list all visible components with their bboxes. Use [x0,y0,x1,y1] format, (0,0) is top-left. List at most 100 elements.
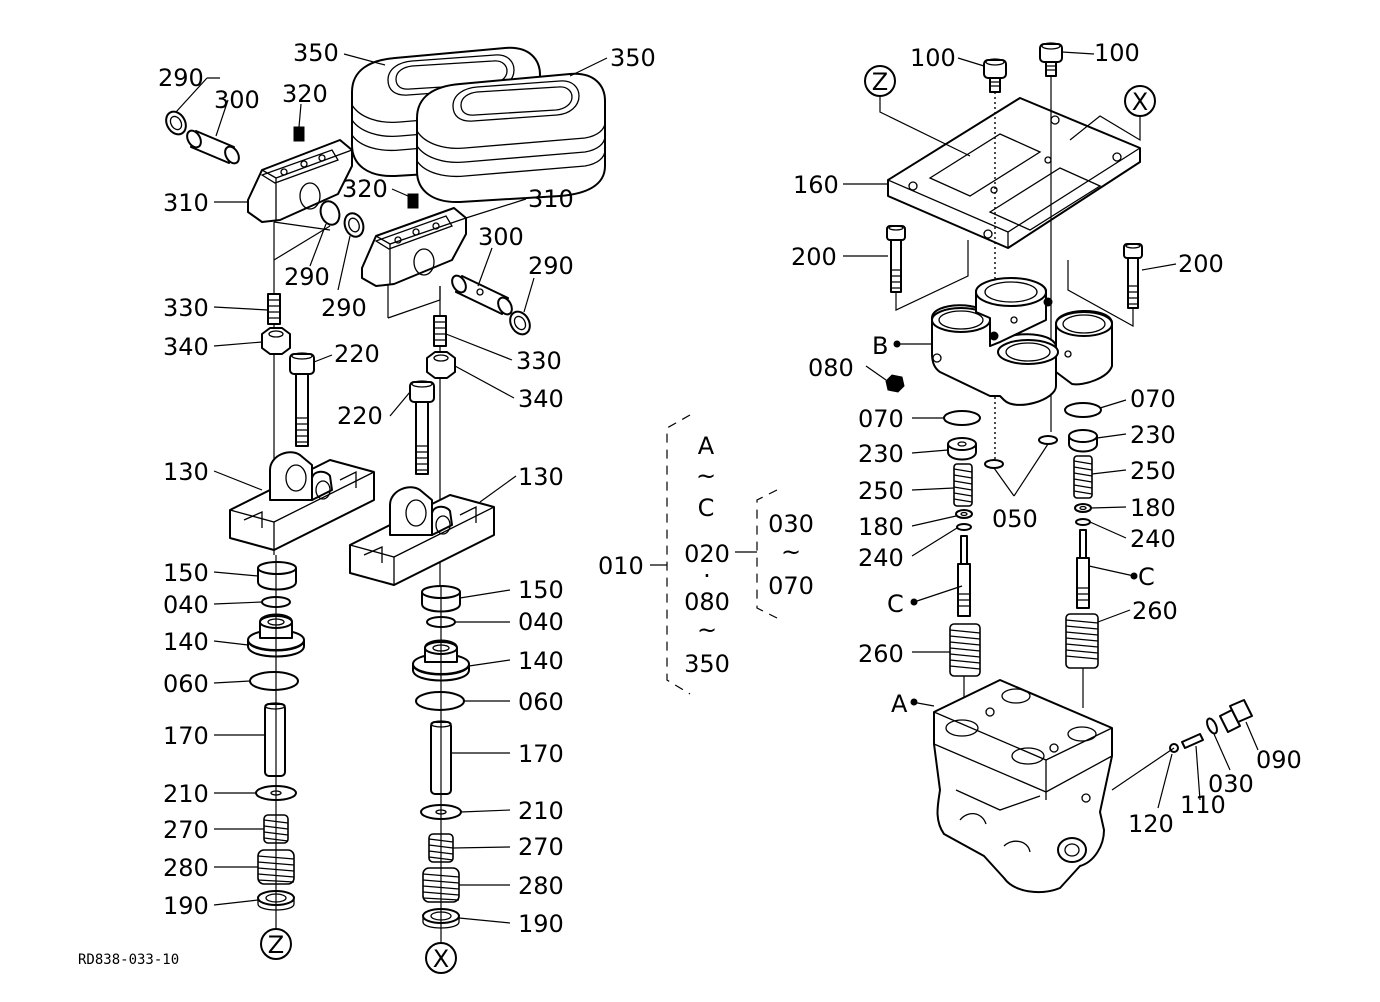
part-350-boot-right [416,72,606,204]
label-070: 070 [858,405,904,433]
part-200-bolt [886,225,1143,309]
part-050-oring [984,435,1058,469]
label-080: 080 [808,354,854,382]
part-160-plate [887,97,1141,249]
label-240: 240 [1130,525,1176,553]
part-290-bushing-right [509,310,531,336]
part-110-pin [1181,733,1204,749]
label-040: 040 [163,591,209,619]
label-180: 180 [858,513,904,541]
label-210: 210 [163,780,209,808]
part-140-guide-left [247,613,305,658]
part-230-cap-right [1068,429,1098,453]
part-c-rod-left [957,535,971,617]
part-240-washer-left [956,523,972,531]
label-group-c: C [698,494,715,522]
part-240-washer-right [1075,518,1091,526]
label-130: 130 [163,458,209,486]
label-280: 280 [163,854,209,882]
label-170: 170 [163,722,209,750]
part-250-spring-left [953,463,973,507]
label-140: 140 [518,647,564,675]
label-050: 050 [992,505,1038,533]
label-340: 340 [163,333,209,361]
label-330: 330 [516,347,562,375]
label-290: 290 [528,252,574,280]
label-290: 290 [321,294,367,322]
label-tilde: ~ [697,616,717,644]
part-230-cap-left [947,437,977,461]
label-320: 320 [282,80,328,108]
label-030: 030 [1208,770,1254,798]
label-100: 100 [910,44,956,72]
label-030: 030 [768,510,814,538]
part-220-bolt [289,352,435,475]
part-070-oring-right [1064,402,1102,418]
marker-z-bottom: Z [260,928,292,960]
part-290-bushing [165,110,187,136]
label-230: 230 [1130,421,1176,449]
label-310: 310 [163,189,209,217]
label-090: 090 [1256,746,1302,774]
part-060-oring-right [415,691,465,711]
label-a: A [891,690,908,718]
label-dot: · [703,562,711,590]
label-150: 150 [163,559,209,587]
part-260-spring-left [949,623,981,677]
label-b: B [872,332,888,360]
marker-z-bottom-label: Z [268,931,284,959]
label-350: 350 [684,650,730,678]
label-200: 200 [791,243,837,271]
label-110: 110 [1180,791,1226,819]
label-260: 260 [1132,597,1178,625]
label-260: 260 [858,640,904,668]
label-300: 300 [478,223,524,251]
label-160: 160 [793,171,839,199]
label-190: 190 [163,892,209,920]
label-200: 200 [1178,250,1224,278]
part-330-stud [267,293,447,347]
part-090-plug [1219,699,1253,733]
marker-x-bottom: X [425,942,457,974]
part-260-spring-right [1065,613,1099,669]
label-270: 270 [518,833,564,861]
label-290: 290 [158,64,204,92]
label-010: 010 [598,552,644,580]
part-170-plunger-left [264,702,286,777]
part-180-washer-right [1074,503,1092,513]
label-tilde: ~ [781,538,801,566]
part-a-valve-body [933,679,1113,894]
label-c: C [887,590,904,618]
part-310-bracket-right [361,207,467,287]
part-100-bolt [983,42,1063,93]
label-250: 250 [858,477,904,505]
marker-x-top: X [1124,85,1156,117]
label-240: 240 [858,544,904,572]
label-340: 340 [518,385,564,413]
label-320: 320 [342,175,388,203]
part-c-rod-right [1076,529,1090,609]
part-130-base-right [349,486,495,586]
label-150: 150 [518,576,564,604]
label-060: 060 [518,688,564,716]
part-150-bushing-left [257,561,297,591]
label-070: 070 [768,572,814,600]
label-270: 270 [163,816,209,844]
label-280: 280 [518,872,564,900]
part-070-oring-left [943,410,981,426]
part-130-base-left [229,451,375,551]
label-group-a: A [698,432,715,460]
label-100: 100 [1094,39,1140,67]
label-220: 220 [334,340,380,368]
label-120: 120 [1128,810,1174,838]
label-060: 060 [163,670,209,698]
part-340-nut [261,327,456,379]
label-140: 140 [163,628,209,656]
label-230: 230 [858,440,904,468]
part-250-spring-right [1073,455,1093,499]
label-290: 290 [284,263,330,291]
label-tilde: ~ [696,462,716,490]
label-130: 130 [518,463,564,491]
marker-x-top-label: X [1132,88,1148,116]
